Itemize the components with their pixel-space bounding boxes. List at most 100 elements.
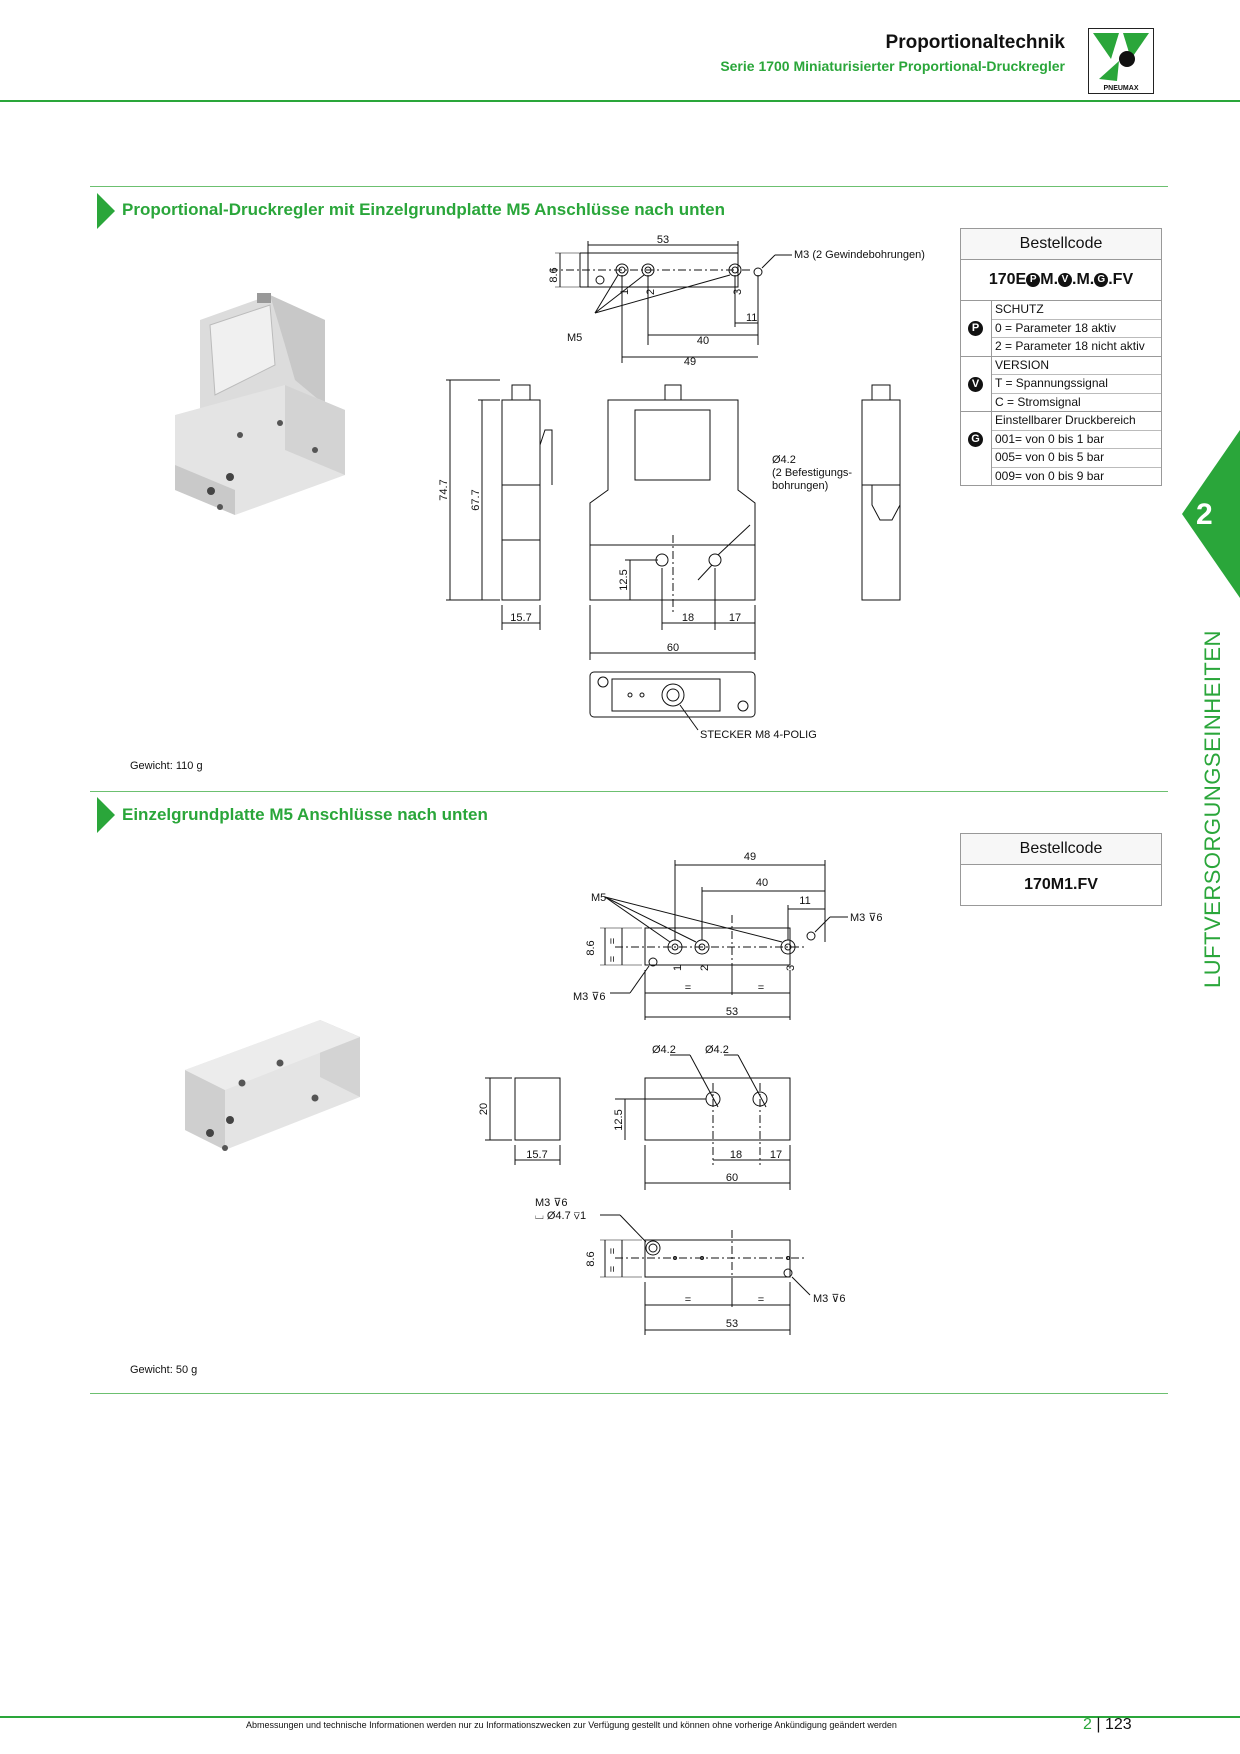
section2-divider bbox=[90, 791, 1168, 792]
section1-weight: Gewicht: 110 g bbox=[130, 760, 203, 772]
m5-label: M5 bbox=[591, 892, 606, 904]
dim-18: 18 bbox=[682, 612, 694, 624]
footer-disclaimer: Abmessungen und technische Informationen… bbox=[246, 1720, 897, 1730]
option-line: 0 = Parameter 18 aktiv bbox=[992, 320, 1161, 338]
port-2: 2 bbox=[645, 289, 657, 295]
port-3: 3 bbox=[785, 965, 797, 971]
header-divider bbox=[0, 100, 1240, 102]
dim-40: 40 bbox=[697, 335, 709, 347]
eq-mark: = bbox=[685, 1294, 691, 1306]
logo-text: PNEUMAX bbox=[1103, 85, 1138, 92]
front-view-body bbox=[644, 1077, 791, 1141]
option-line: 2 = Parameter 18 nicht aktiv bbox=[995, 339, 1145, 353]
option-group-version: V VERSION T = Spannungssignal C = Stroms… bbox=[961, 356, 1161, 412]
counterbore-label: ⌴ Ø4.7 ⊽1 bbox=[535, 1210, 586, 1222]
m3-label-bottom-right: M3 ⊽6 bbox=[813, 1293, 846, 1305]
port-1: 1 bbox=[619, 289, 631, 295]
brand-logo: PNEUMAX bbox=[1088, 28, 1154, 94]
option-line: T = Spannungssignal bbox=[992, 375, 1161, 394]
dim-40: 40 bbox=[756, 877, 768, 889]
section1-divider bbox=[90, 186, 1168, 187]
front-view-body bbox=[589, 399, 756, 601]
dim-11: 11 bbox=[799, 895, 810, 907]
hole-label-b: Ø4.2 bbox=[705, 1044, 729, 1056]
order-code: 170M1.FV bbox=[1024, 876, 1098, 893]
chapter-label: LUFTVERSORGUNGSEINHEITEN bbox=[1200, 630, 1225, 988]
port-2: 2 bbox=[699, 965, 711, 971]
eq-mark: = bbox=[607, 956, 619, 962]
footer-divider bbox=[0, 1716, 1240, 1718]
dim-74-7: 74.7 bbox=[438, 479, 450, 500]
top-view-body bbox=[644, 927, 791, 966]
dim-17: 17 bbox=[729, 612, 741, 624]
dim-60: 60 bbox=[667, 642, 679, 654]
hole-note-1: Ø4.2 bbox=[772, 454, 796, 466]
m3-label-top: M3 ⊽6 bbox=[850, 912, 883, 924]
dim-15-7: 15.7 bbox=[510, 612, 531, 624]
dim-67-7: 67.7 bbox=[470, 489, 482, 510]
section1-arrow-icon bbox=[97, 193, 115, 229]
code-g-icon: G bbox=[1094, 272, 1109, 287]
dim-53: 53 bbox=[726, 1006, 738, 1018]
chapter-tab[interactable] bbox=[1182, 430, 1240, 598]
m3-label-left: M3 ⊽6 bbox=[573, 991, 606, 1003]
dim-18: 18 bbox=[730, 1149, 742, 1161]
option-g-icon: G bbox=[968, 432, 983, 447]
hole-label-a: Ø4.2 bbox=[652, 1044, 676, 1056]
option-line: 005= von 0 bis 5 bar bbox=[992, 449, 1161, 468]
m3-label-bottom-left: M3 ⊽6 bbox=[535, 1197, 568, 1209]
code-v-icon: V bbox=[1058, 272, 1073, 287]
option-line: 001= von 0 bis 1 bar bbox=[992, 431, 1161, 449]
hole-note-2: (2 Befestigungs- bbox=[772, 467, 852, 479]
section2-technical-drawing: 49 40 11 M5 M3 ⊽6 M3 ⊽6 8.6 = = 1 2 3 = … bbox=[478, 851, 883, 1335]
dim-60: 60 bbox=[726, 1172, 738, 1184]
eq-mark: = bbox=[607, 938, 619, 944]
port-3: 3 bbox=[732, 289, 744, 295]
section1-title: Proportional-Druckregler mit Einzelgrund… bbox=[122, 200, 725, 219]
code-p-icon: P bbox=[1026, 272, 1041, 287]
eq-mark: = bbox=[758, 1294, 764, 1306]
option-line: SCHUTZ bbox=[992, 301, 1161, 320]
dim-20: 20 bbox=[478, 1103, 490, 1115]
option-v-icon: V bbox=[968, 376, 983, 392]
option-line: VERSION bbox=[992, 357, 1161, 375]
side-view-left bbox=[501, 399, 541, 601]
option-line: 009= von 0 bis 9 bar bbox=[995, 468, 1105, 483]
pneumax-logo-icon: PNEUMAX bbox=[1093, 33, 1149, 92]
option-group-druckbereich: G Einstellbarer Druckbereich 001= von 0 … bbox=[961, 412, 1161, 485]
dim-11: 11 bbox=[746, 312, 757, 324]
side-view-right bbox=[861, 399, 901, 601]
eq-mark: = bbox=[607, 1266, 619, 1272]
dim-53: 53 bbox=[657, 235, 669, 246]
dim-8-6: 8.6 bbox=[585, 940, 597, 955]
eq-mark: = bbox=[685, 982, 691, 994]
dim-53-bottom: 53 bbox=[726, 1318, 738, 1330]
section2-weight: Gewicht: 50 g bbox=[130, 1364, 198, 1376]
port-1: 1 bbox=[672, 965, 684, 971]
section2-title: Einzelgrundplatte M5 Anschlüsse nach unt… bbox=[122, 805, 488, 824]
dim-49: 49 bbox=[744, 851, 756, 863]
m5-label: M5 bbox=[567, 332, 582, 344]
regulator-product-image bbox=[175, 293, 345, 515]
hole-note-3: bohrungen) bbox=[772, 480, 828, 492]
dim-49: 49 bbox=[684, 356, 696, 368]
option-group-schutz: P SCHUTZ 0 = Parameter 18 aktiv 2 = Para… bbox=[961, 301, 1161, 357]
order-code-header: Bestellcode bbox=[961, 834, 1161, 865]
eq-mark: = bbox=[607, 1248, 619, 1254]
option-line: C = Stromsignal bbox=[995, 394, 1081, 409]
page-title: Proportionaltechnik bbox=[885, 32, 1065, 53]
dim-15-7: 15.7 bbox=[526, 1149, 547, 1161]
connector-label: STECKER M8 4-POLIG bbox=[700, 729, 817, 740]
subbase-product-image bbox=[185, 1020, 360, 1151]
dim-17: 17 bbox=[770, 1149, 782, 1161]
bottom-view-body bbox=[644, 1239, 791, 1278]
dim-12-5: 12.5 bbox=[618, 569, 630, 590]
dim-12-5: 12.5 bbox=[613, 1109, 625, 1130]
dim-8-6-bottom: 8.6 bbox=[585, 1251, 597, 1266]
m3-note: M3 (2 Gewindebohrungen) bbox=[794, 249, 925, 261]
order-code-header: Bestellcode bbox=[961, 229, 1161, 260]
section2-arrow-icon bbox=[97, 797, 115, 833]
section1-technical-drawing: 53 8.6 M3 (2 Gewindebohrungen) M5 1 2 3 … bbox=[438, 235, 925, 740]
